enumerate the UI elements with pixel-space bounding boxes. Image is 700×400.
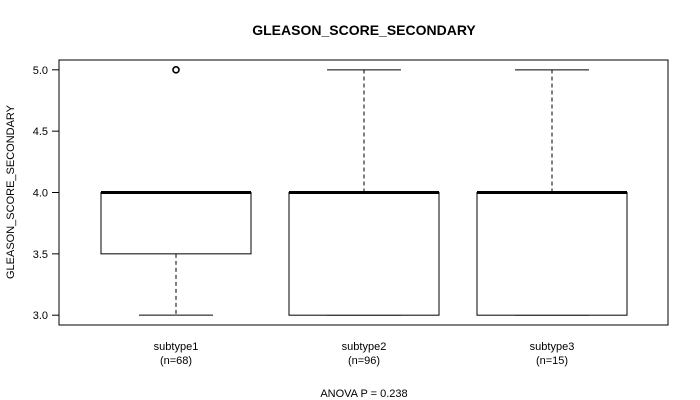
x-label-subtype3: subtype3	[530, 341, 575, 353]
y-tick-label-4: 5.0	[33, 65, 48, 77]
iqr-box-subtype3	[476, 192, 628, 316]
iqr-box-subtype2	[288, 192, 440, 316]
y-tick-label-2: 4.0	[33, 188, 48, 200]
y-axis: 3.0 3.5 4.0 4.5 5.0	[33, 65, 60, 322]
outlier-subtype1-0	[172, 66, 180, 74]
x-n-label-subtype2: (n=96)	[348, 355, 380, 367]
box-subtype3	[476, 69, 628, 316]
x-n-label-subtype1: (n=68)	[160, 355, 192, 367]
box-subtype1	[100, 66, 252, 316]
x-axis-labels: subtype1 (n=68) subtype2 (n=96) subtype3 (n=1…	[154, 341, 575, 367]
x-label-subtype2: subtype2	[342, 341, 387, 353]
iqr-box-subtype1	[100, 192, 252, 255]
x-n-label-subtype3: (n=15)	[536, 355, 568, 367]
y-tick-label-0: 3.0	[33, 310, 48, 322]
y-tick-label-3: 4.5	[33, 126, 48, 138]
box-subtype2	[288, 69, 440, 316]
boxes	[100, 66, 628, 316]
y-tick-label-1: 3.5	[33, 249, 48, 261]
anova-footnote: ANOVA P = 0.238	[320, 388, 407, 400]
x-label-subtype1: subtype1	[154, 341, 199, 353]
y-axis-label: GLEASON_SCORE_SECONDARY	[5, 104, 17, 279]
chart-title: GLEASON_SCORE_SECONDARY	[252, 22, 476, 38]
